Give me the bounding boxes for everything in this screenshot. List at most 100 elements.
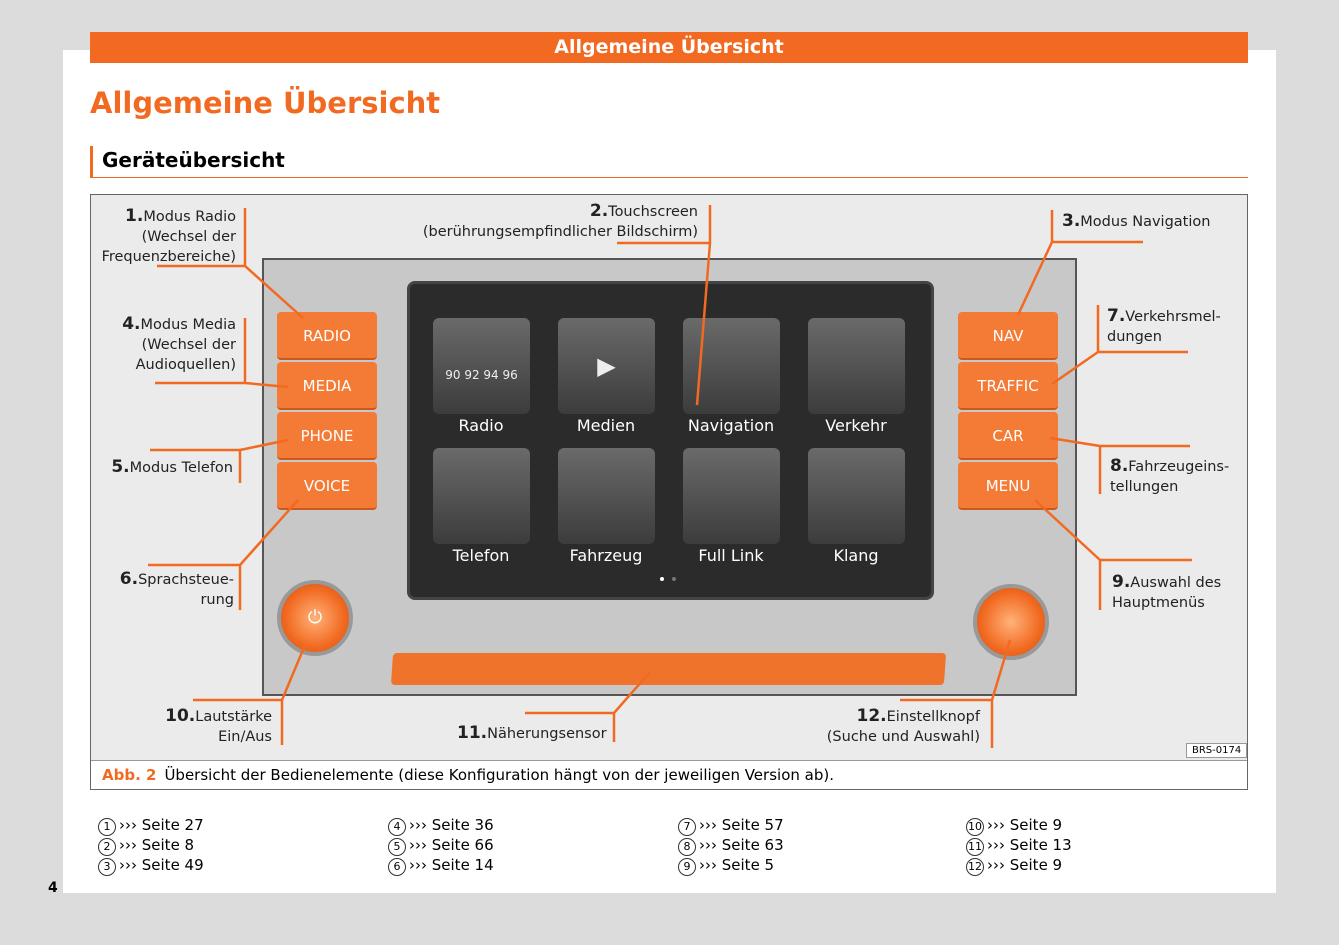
tile-verkehr[interactable] bbox=[808, 318, 905, 414]
button-media[interactable]: MEDIA bbox=[277, 362, 377, 410]
callout-line-11 bbox=[525, 671, 651, 742]
reference-text: ››› Seite 27 bbox=[119, 816, 204, 834]
callout-5: 5.Modus Telefon bbox=[100, 457, 233, 478]
callout-text: Näherungsensor bbox=[487, 726, 607, 742]
reference-number: 4 bbox=[388, 818, 406, 836]
callout-number: 3. bbox=[1062, 211, 1081, 231]
reference-text: ››› Seite 66 bbox=[409, 836, 494, 854]
button-car[interactable]: CAR bbox=[958, 412, 1058, 460]
button-voice[interactable]: VOICE bbox=[277, 462, 377, 510]
callout-3: 3.Modus Navigation bbox=[1062, 211, 1222, 232]
button-traffic[interactable]: TRAFFIC bbox=[958, 362, 1058, 410]
tile-label: Telefon bbox=[452, 546, 510, 565]
callout-text: Lautstärke Ein/Aus bbox=[195, 709, 272, 745]
callout-text: Auswahl des Hauptmenüs bbox=[1112, 575, 1222, 611]
tile-klang[interactable] bbox=[808, 448, 905, 544]
callout-number: 8. bbox=[1110, 456, 1129, 476]
callout-line-12 bbox=[900, 639, 1012, 748]
reference-number: 7 bbox=[678, 818, 696, 836]
tile-label: Fahrzeug bbox=[569, 546, 643, 565]
callout-9: 9.Auswahl des Hauptmenüs bbox=[1112, 572, 1232, 613]
page-reference[interactable]: 4››› Seite 36 bbox=[388, 815, 494, 836]
page-reference[interactable]: 9››› Seite 5 bbox=[678, 855, 774, 876]
reference-number: 3 bbox=[98, 858, 116, 876]
callout-text: Modus Telefon bbox=[129, 460, 233, 476]
volume-knob: ⏻ bbox=[277, 580, 353, 656]
callout-number: 12. bbox=[856, 706, 887, 726]
page-indicator-active bbox=[660, 577, 664, 581]
callout-text: Modus Radio (Wechsel der Frequenzbereich… bbox=[101, 209, 236, 265]
section-title: Geräteübersicht bbox=[90, 146, 1248, 178]
callout-11: 11.Näherungsensor bbox=[457, 723, 607, 744]
reference-number: 8 bbox=[678, 838, 696, 856]
tile-telefon[interactable] bbox=[433, 448, 530, 544]
tile-full-link[interactable] bbox=[683, 448, 780, 544]
reference-text: ››› Seite 9 bbox=[987, 816, 1063, 834]
callout-6: 6.Sprachsteue-rung bbox=[100, 569, 234, 610]
page-reference[interactable]: 11››› Seite 13 bbox=[966, 835, 1072, 856]
callout-line-2 bbox=[617, 205, 712, 406]
reference-number: 2 bbox=[98, 838, 116, 856]
callout-4: 4.Modus Media (Wechsel der Audioquellen) bbox=[100, 314, 236, 375]
reference-number: 1 bbox=[98, 818, 116, 836]
callout-2: 2.Touchscreen (berührungsempfindlicher B… bbox=[420, 201, 698, 242]
callout-text: Verkehrsmel-dungen bbox=[1107, 309, 1221, 345]
figure-code: BRS-0174 bbox=[1186, 743, 1248, 758]
callout-text: Einstellknopf (Suche und Auswahl) bbox=[826, 709, 980, 745]
reference-text: ››› Seite 8 bbox=[119, 836, 195, 854]
tile-radio[interactable]: 90 92 94 96 bbox=[433, 318, 530, 414]
tile-fahrzeug[interactable] bbox=[558, 448, 655, 544]
reference-text: ››› Seite 57 bbox=[699, 816, 784, 834]
reference-text: ››› Seite 9 bbox=[987, 856, 1063, 874]
tile-label: Medien bbox=[576, 416, 636, 435]
page-reference[interactable]: 5››› Seite 66 bbox=[388, 835, 494, 856]
play-icon: ▶ bbox=[597, 352, 616, 380]
page-reference[interactable]: 6››› Seite 14 bbox=[388, 855, 494, 876]
button-radio[interactable]: RADIO bbox=[277, 312, 377, 360]
reference-number: 10 bbox=[966, 818, 984, 836]
reference-text: ››› Seite 13 bbox=[987, 836, 1072, 854]
reference-number: 6 bbox=[388, 858, 406, 876]
page-reference[interactable]: 3››› Seite 49 bbox=[98, 855, 204, 876]
reference-number: 9 bbox=[678, 858, 696, 876]
running-header: Allgemeine Übersicht bbox=[90, 32, 1248, 63]
callout-7: 7.Verkehrsmel-dungen bbox=[1107, 306, 1227, 347]
page-reference[interactable]: 1››› Seite 27 bbox=[98, 815, 204, 836]
reference-number: 12 bbox=[966, 858, 984, 876]
page-reference[interactable]: 7››› Seite 57 bbox=[678, 815, 784, 836]
page-reference[interactable]: 2››› Seite 8 bbox=[98, 835, 194, 856]
callout-number: 5. bbox=[111, 457, 130, 477]
tuning-knob bbox=[973, 584, 1049, 660]
callout-text: Modus Navigation bbox=[1080, 214, 1211, 230]
caption-label: Abb. 2 bbox=[102, 766, 157, 784]
button-nav[interactable]: NAV bbox=[958, 312, 1058, 360]
reference-text: ››› Seite 36 bbox=[409, 816, 494, 834]
reference-text: ››› Seite 5 bbox=[699, 856, 775, 874]
callout-number: 9. bbox=[1112, 572, 1131, 592]
page-reference[interactable]: 8››› Seite 63 bbox=[678, 835, 784, 856]
power-icon: ⏻ bbox=[307, 607, 323, 628]
callout-number: 7. bbox=[1107, 306, 1126, 326]
page-reference[interactable]: 10››› Seite 9 bbox=[966, 815, 1062, 836]
callout-text: Modus Media (Wechsel der Audioquellen) bbox=[135, 317, 236, 373]
callout-12: 12.Einstellknopf (Suche und Auswahl) bbox=[820, 706, 980, 747]
button-menu[interactable]: MENU bbox=[958, 462, 1058, 510]
page-indicator bbox=[672, 577, 676, 581]
callout-10: 10.Lautstärke Ein/Aus bbox=[150, 706, 272, 747]
button-phone[interactable]: PHONE bbox=[277, 412, 377, 460]
callout-number: 11. bbox=[457, 723, 488, 743]
callout-line-1 bbox=[157, 208, 304, 319]
callout-8: 8.Fahrzeugeins-tellungen bbox=[1110, 456, 1240, 497]
reference-text: ››› Seite 14 bbox=[409, 856, 494, 874]
tile-medien[interactable]: ▶ bbox=[558, 318, 655, 414]
tile-label: Verkehr bbox=[825, 416, 887, 435]
callout-line-7 bbox=[1051, 305, 1188, 386]
page-number: 4 bbox=[48, 880, 58, 896]
callout-line-9 bbox=[1034, 499, 1192, 610]
caption-text: Übersicht der Bedienelemente (diese Konf… bbox=[164, 766, 834, 784]
reference-text: ››› Seite 63 bbox=[699, 836, 784, 854]
page-title: Allgemeine Übersicht bbox=[90, 86, 441, 120]
callout-line-4 bbox=[155, 318, 289, 389]
page-reference[interactable]: 12››› Seite 9 bbox=[966, 855, 1062, 876]
